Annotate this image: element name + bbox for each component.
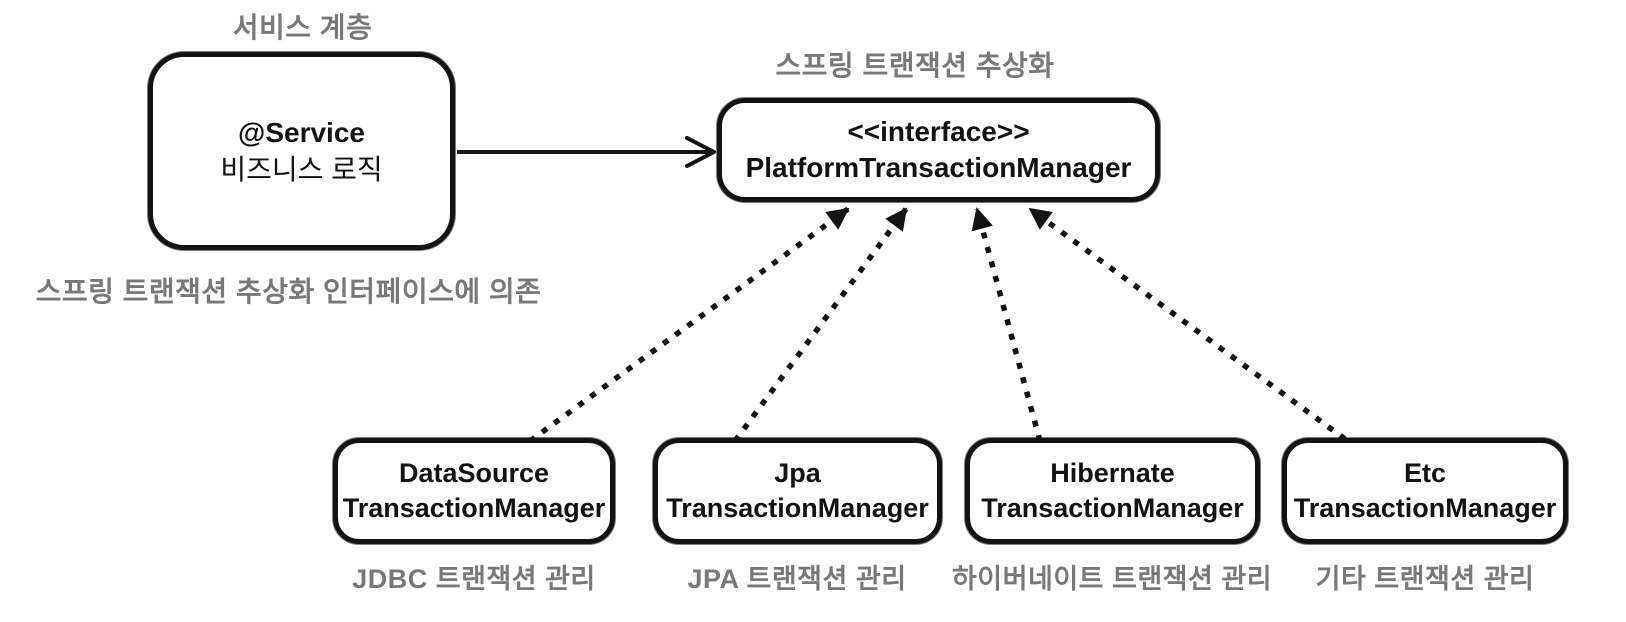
impl-name-line1: DataSource bbox=[398, 458, 550, 488]
jpa-tx-caption: JPA 트랜잭션 관리 bbox=[687, 564, 907, 594]
datasource-tx-manager-box: DataSource TransactionManager bbox=[333, 438, 615, 544]
arrow-jpa-to-interface bbox=[732, 207, 909, 443]
interface-stereotype: <<interface>> bbox=[847, 116, 1030, 147]
service-box-annotation: @Service bbox=[238, 117, 365, 148]
impl-name-line2: TransactionManager bbox=[1293, 493, 1557, 523]
arrow-etc-to-interface bbox=[1028, 206, 1347, 442]
arrow-hibernate-to-interface bbox=[971, 207, 1043, 442]
impl-name-line1: Jpa bbox=[774, 458, 821, 488]
arrow-datasource-to-interface bbox=[528, 206, 850, 444]
service-layer-label: 서비스 계층 bbox=[232, 12, 373, 43]
jpa-tx-manager-box: Jpa TransactionManager bbox=[653, 438, 942, 544]
impl-name-line2: TransactionManager bbox=[666, 493, 929, 523]
spring-tx-abstraction-label: 스프링 트랜잭션 추상화 bbox=[775, 50, 1055, 81]
hibernate-tx-caption: 하이버네이트 트랜잭션 관리 bbox=[951, 564, 1273, 594]
etc-tx-caption: 기타 트랜잭션 관리 bbox=[1315, 564, 1535, 594]
impl-name-line2: TransactionManager bbox=[981, 493, 1244, 523]
hibernate-tx-manager-box: Hibernate TransactionManager bbox=[965, 438, 1260, 544]
arrow-service-to-interface-head bbox=[685, 136, 716, 168]
service-box-description: 비즈니스 로직 bbox=[220, 154, 383, 185]
jdbc-tx-caption: JDBC 트랜잭션 관리 bbox=[352, 564, 596, 594]
interface-name: PlatformTransactionManager bbox=[745, 152, 1132, 183]
impl-name-line2: TransactionManager bbox=[342, 493, 606, 523]
impl-name-line1: Etc bbox=[1403, 458, 1447, 488]
platform-transaction-manager-box: <<interface>> PlatformTransactionManager bbox=[717, 98, 1160, 202]
impl-name-line1: Hibernate bbox=[1050, 458, 1175, 488]
depends-on-abstraction-caption: 스프링 트랜잭션 추상화 인터페이스에 의존 bbox=[35, 276, 542, 307]
etc-tx-manager-box: Etc TransactionManager bbox=[1282, 438, 1568, 544]
service-box: @Service 비즈니스 로직 bbox=[148, 52, 455, 250]
